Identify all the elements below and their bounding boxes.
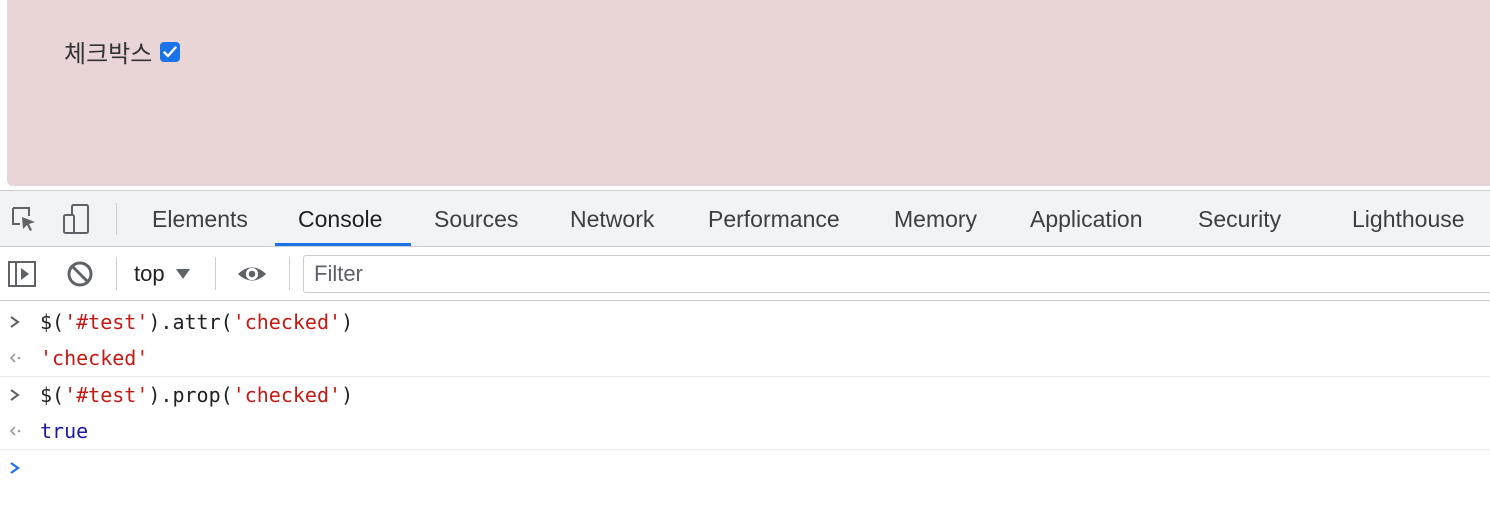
console-result-row: 'checked' — [0, 340, 1490, 377]
live-expression-eye-icon[interactable] — [236, 258, 268, 290]
filter-input[interactable] — [303, 255, 1490, 293]
result-arrow-icon — [8, 413, 22, 449]
tab-memory[interactable]: Memory — [894, 206, 978, 232]
code-token: ).attr( — [148, 310, 233, 334]
tab-elements[interactable]: Elements — [152, 206, 248, 232]
active-tab-indicator — [275, 243, 411, 246]
code-string: '#test' — [64, 310, 149, 334]
inspect-element-icon[interactable] — [8, 203, 40, 235]
code-token: $( — [40, 383, 65, 407]
page-card: 체크박스 — [7, 0, 1490, 186]
toolbar-separator — [289, 257, 290, 290]
toolbar-separator — [215, 257, 216, 290]
console-input-row: $('#test').attr('checked') — [0, 304, 1490, 340]
console-result-value[interactable]: 'checked' — [40, 346, 149, 370]
code-token: $( — [40, 310, 65, 334]
input-prompt-icon — [8, 304, 22, 340]
result-arrow-icon — [8, 340, 22, 376]
code-string: 'checked' — [232, 383, 342, 407]
tab-console[interactable]: Console — [298, 206, 383, 232]
toolbar-separator — [116, 257, 117, 290]
tab-application[interactable]: Application — [1030, 206, 1143, 232]
console-result-row: true — [0, 413, 1490, 450]
context-selector-value: top — [134, 260, 165, 286]
inspected-page: 체크박스 — [0, 0, 1490, 190]
checkbox-label: 체크박스 — [64, 40, 153, 68]
code-string: '#test' — [64, 383, 149, 407]
clear-console-icon[interactable] — [64, 258, 96, 290]
tab-lighthouse[interactable]: Lighthouse — [1352, 206, 1465, 232]
device-toolbar-icon[interactable] — [60, 203, 92, 235]
active-prompt-icon — [8, 450, 22, 486]
console-toolbar: top — [0, 247, 1490, 301]
console-input-row: $('#test').prop('checked') — [0, 377, 1490, 413]
console-messages: $('#test').attr('checked') 'checked' $('… — [0, 304, 1490, 486]
devtools-tabbar: Elements Console Sources Network Perform… — [0, 191, 1490, 247]
code-string: 'checked' — [232, 310, 342, 334]
context-selector[interactable]: top — [134, 247, 191, 300]
checkmark-icon — [163, 45, 178, 57]
code-token: ) — [341, 310, 354, 334]
tab-network[interactable]: Network — [570, 206, 655, 232]
console-result-value[interactable]: true — [40, 419, 89, 443]
code-token: ).prop( — [148, 383, 233, 407]
tab-security[interactable]: Security — [1198, 206, 1282, 232]
test-checkbox[interactable] — [160, 41, 181, 62]
console-input-text[interactable]: $('#test').prop('checked') — [40, 377, 353, 413]
code-token: ) — [341, 383, 354, 407]
console-prompt-row[interactable] — [0, 450, 1490, 486]
dropdown-arrow-icon — [175, 268, 190, 279]
tabbar-separator — [116, 203, 117, 235]
input-prompt-icon — [8, 377, 22, 413]
console-input-text[interactable]: $('#test').attr('checked') — [40, 304, 353, 340]
show-sidebar-icon[interactable] — [6, 258, 38, 290]
devtools-panel: Elements Console Sources Network Perform… — [0, 190, 1490, 514]
tab-sources[interactable]: Sources — [434, 206, 519, 232]
tab-performance[interactable]: Performance — [708, 206, 840, 232]
page-content: 체크박스 — [64, 34, 181, 69]
